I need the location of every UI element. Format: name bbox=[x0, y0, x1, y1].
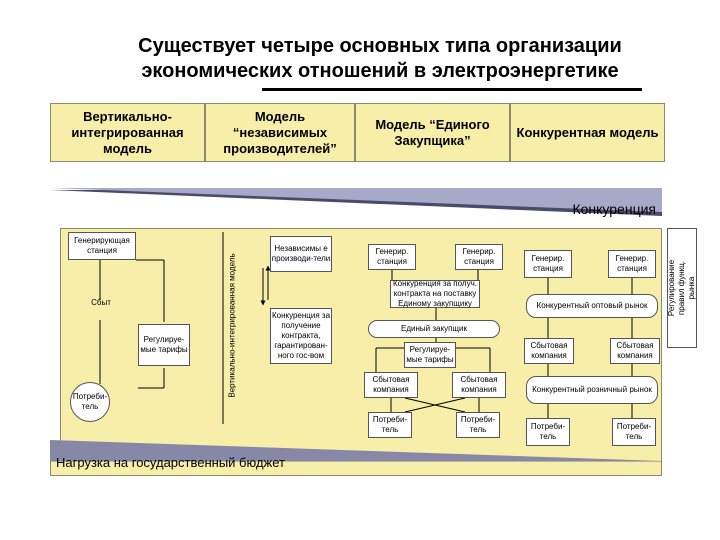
competitive-consumer-2: Потреби-тель bbox=[612, 418, 656, 446]
single-buyer-gen-station-1: Генерир. станция bbox=[368, 244, 416, 270]
buyer-regulated-tariffs-box: Регулируе-мые тарифы bbox=[404, 342, 456, 368]
budget-label: Нагрузка на государственный бюджет bbox=[56, 455, 286, 470]
header-single-buyer: Модель “Единого Закупщика” bbox=[355, 103, 510, 162]
wholesale-market-box: Конкурентный оптовый рынок bbox=[526, 294, 658, 318]
independent-producers-box: Независимы е производи-тели bbox=[270, 236, 332, 272]
buyer-consumer-2: Потреби-тель bbox=[456, 412, 500, 438]
vertical-model-side-label: Вертикально-интегрированная модель bbox=[226, 232, 238, 418]
competitive-supply-company-1: Сбытовая компания bbox=[524, 338, 574, 364]
competition-wedge bbox=[50, 188, 662, 216]
header-independent-producers: Модель “независимых производителей” bbox=[205, 103, 355, 162]
generating-station-box: Генерирующая станция bbox=[68, 232, 136, 260]
competitive-gen-station-2: Генерир. станция bbox=[608, 250, 656, 278]
market-regulation-box: Регулирование правил функц. рынка bbox=[667, 228, 697, 348]
buyer-supply-company-2: Сбытовая компания bbox=[452, 372, 506, 398]
title-line-2: экономических отношений в электроэнергет… bbox=[141, 60, 619, 82]
single-buyer-gen-station-2: Генерир. станция bbox=[455, 244, 503, 270]
contract-competition-box: Конкуренция за получение контракта, гара… bbox=[270, 308, 332, 364]
budget-wedge bbox=[50, 440, 662, 462]
competitive-consumer-1: Потреби-тель bbox=[526, 418, 570, 446]
retail-market-box: Конкурентный розничный рынок bbox=[526, 376, 658, 404]
vertical-model-text: Вертикально-интегрированная модель bbox=[227, 252, 237, 398]
sale-label: Сбыт bbox=[91, 298, 111, 307]
regulated-tariffs-box: Регулируе-мые тарифы bbox=[138, 324, 190, 366]
header-vertical-model: Вертикально-интегрированная модель bbox=[50, 103, 205, 162]
header-competitive-model: Конкурентная модель bbox=[510, 103, 665, 162]
page-title: Существует четыре основных типа организа… bbox=[80, 34, 680, 84]
buyer-supply-company-1: Сбытовая компания bbox=[364, 372, 418, 398]
buyer-contract-competition-box: Конкуренция за получ. контракта на поста… bbox=[390, 279, 480, 308]
market-regulation-text: Регулирование правил функц. рынка bbox=[667, 259, 696, 317]
competitive-supply-company-2: Сбытовая компания bbox=[610, 338, 660, 364]
buyer-consumer-1: Потреби-тель bbox=[368, 412, 412, 438]
single-buyer-box: Единый закупщик bbox=[368, 320, 500, 338]
competition-label: Конкуренция bbox=[572, 201, 656, 217]
title-line-1: Существует четыре основных типа организа… bbox=[138, 35, 622, 57]
competitive-gen-station-1: Генерир. станция bbox=[524, 250, 572, 278]
title-underline bbox=[262, 88, 642, 91]
consumer-circle: Потреби-тель bbox=[70, 382, 110, 422]
